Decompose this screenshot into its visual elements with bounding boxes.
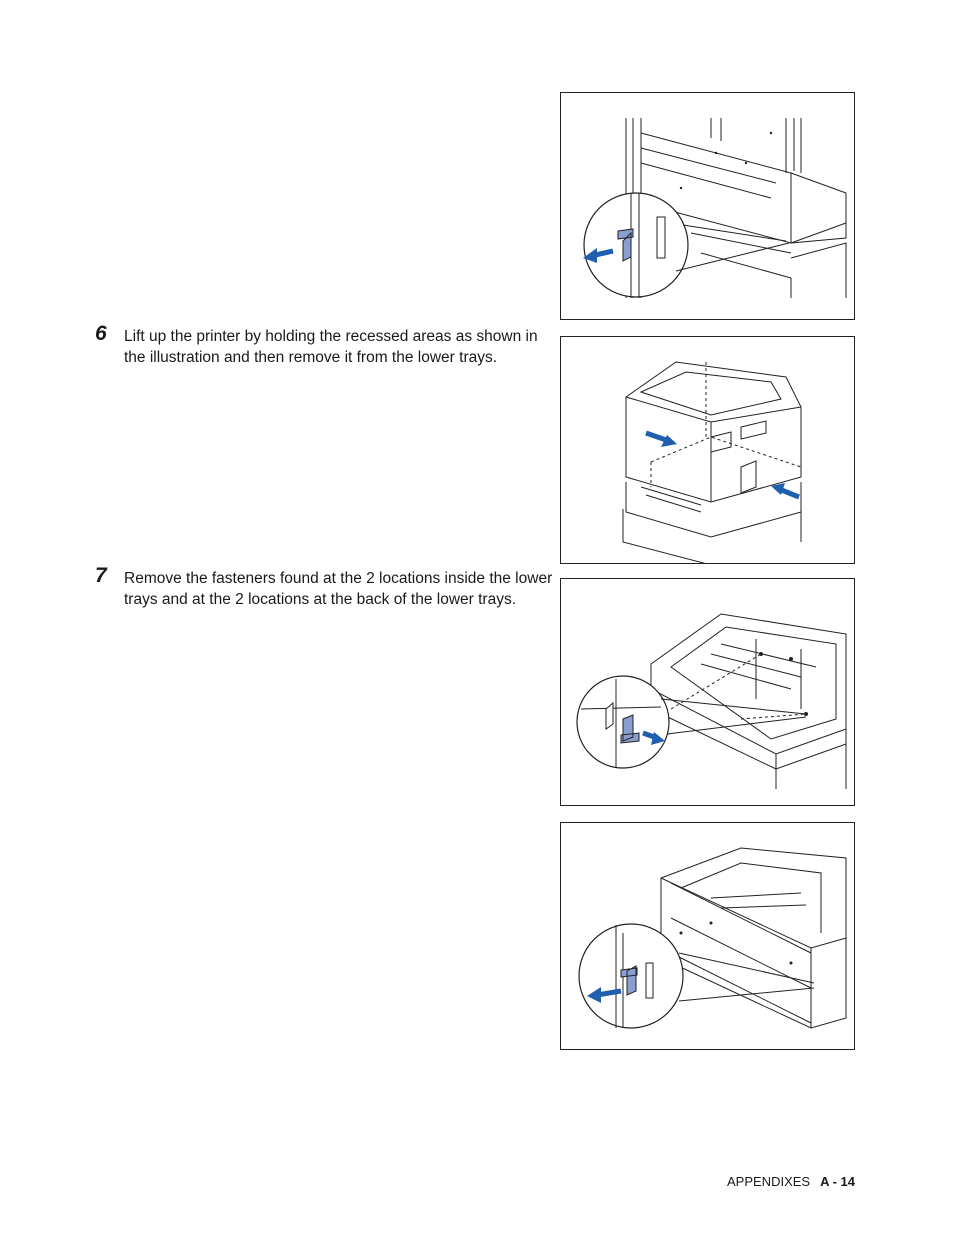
step-text: Remove the fasteners found at the 2 loca… [124,570,553,608]
figure-fastener-side-removal [560,92,855,320]
page-footer: APPENDIXES A - 14 [727,1174,855,1189]
footer-page-number: A - 14 [820,1174,856,1189]
illustration-lower-tray-back [578,847,847,1029]
figure-back-fasteners [560,822,855,1050]
step-number: 6 [95,322,107,345]
step-text: Lift up the printer by holding the reces… [124,328,538,366]
illustration-tray-side-fastener [583,118,847,298]
figure-inside-fasteners [560,578,855,806]
figure-lift-printer [560,336,855,564]
footer-section: APPENDIXES [727,1174,811,1189]
illustration-lower-tray-interior [576,613,847,789]
illustration-printer-on-trays [622,361,802,563]
step-number: 7 [95,564,107,587]
